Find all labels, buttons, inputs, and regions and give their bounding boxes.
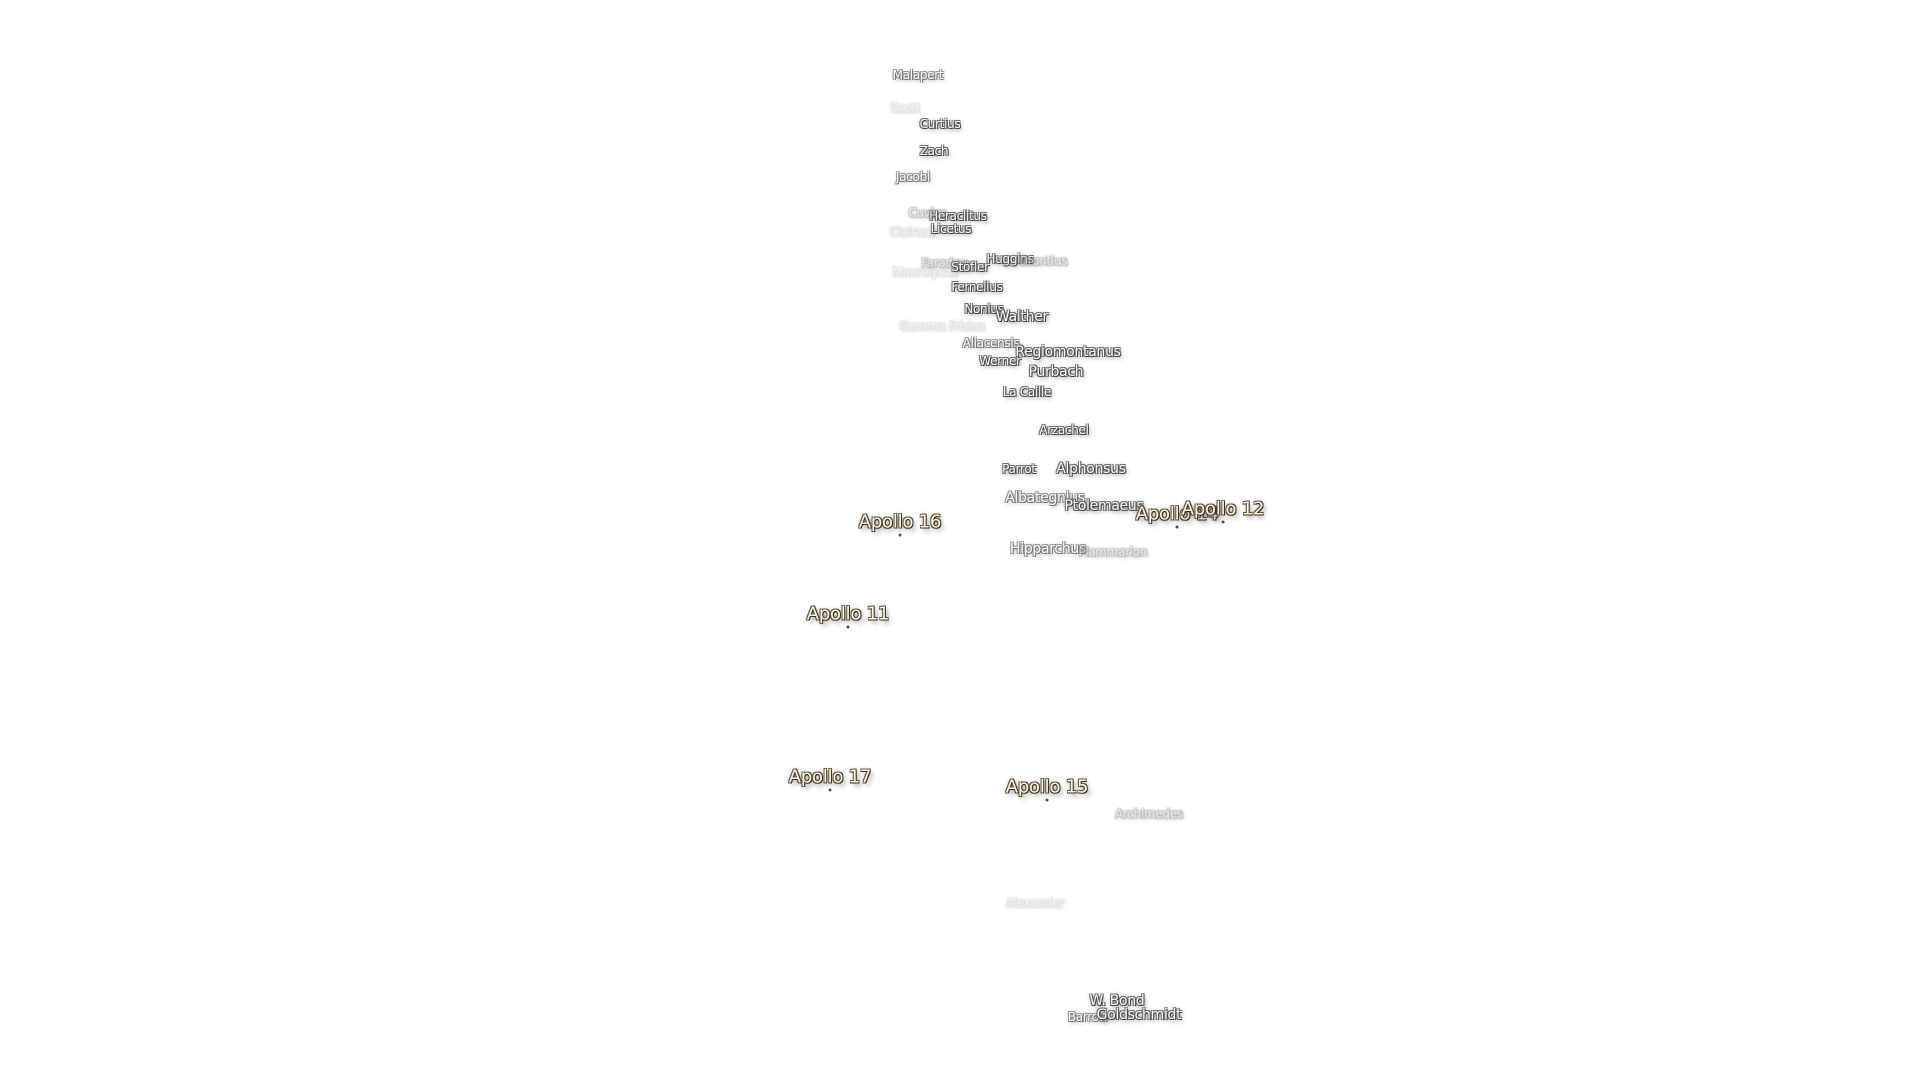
feature-label-licetus[interactable]: Licetus: [930, 222, 972, 236]
feature-label-werner[interactable]: Werner: [979, 354, 1021, 368]
feature-label-clairaut[interactable]: Clairaut: [889, 225, 935, 239]
feature-label-goldschmidt[interactable]: Goldschmidt: [1096, 1007, 1182, 1023]
feature-label-curtius[interactable]: Curtius: [919, 117, 961, 131]
feature-label-heraclitus[interactable]: Heraclitus: [929, 209, 987, 223]
feature-label-stofler[interactable]: Stöfler: [951, 260, 989, 274]
feature-label-malapert[interactable]: Malapert: [892, 68, 944, 82]
feature-label-arzachel[interactable]: Arzachel: [1039, 423, 1089, 437]
landing-site-label-apollo-17[interactable]: Apollo 17: [788, 766, 872, 788]
landing-site-marker-apollo-16[interactable]: [898, 533, 902, 537]
feature-label-gemma-frisius[interactable]: Gemma Frisius: [899, 319, 985, 333]
feature-label-nonius[interactable]: Nonius: [964, 302, 1004, 316]
feature-label-hipparchus[interactable]: Hipparchus: [1010, 541, 1086, 557]
feature-label-walther[interactable]: Walther: [995, 309, 1049, 325]
feature-label-jacobi[interactable]: Jacobi: [896, 170, 930, 184]
feature-label-alexander[interactable]: Alexander: [1005, 896, 1065, 910]
feature-label-cuvier[interactable]: Cuvier: [908, 206, 946, 220]
landing-site-label-apollo-11[interactable]: Apollo 11: [806, 603, 890, 625]
feature-label-huggins[interactable]: Huggins: [986, 252, 1034, 266]
feature-label-albategnius[interactable]: Albategnius: [1005, 490, 1085, 506]
landing-site-label-apollo-12[interactable]: Apollo 12: [1181, 498, 1265, 520]
landing-site-marker-apollo-15[interactable]: [1045, 798, 1049, 802]
landing-site-label-apollo-14[interactable]: Apollo 14: [1135, 503, 1219, 525]
feature-label-parrot[interactable]: Parrot: [1002, 462, 1036, 476]
feature-label-w-bond[interactable]: W. Bond: [1089, 993, 1145, 1009]
feature-label-alphonsus[interactable]: Alphonsus: [1056, 461, 1126, 477]
feature-label-barrow[interactable]: Barrow: [1067, 1010, 1109, 1024]
feature-label-ptolemaeus[interactable]: Ptolemaeus: [1064, 498, 1144, 514]
feature-label-maurolycus[interactable]: Maurolycus: [892, 265, 958, 279]
feature-label-regiomontanus[interactable]: Regiomontanus: [1015, 344, 1121, 360]
landing-site-marker-apollo-12[interactable]: [1221, 520, 1225, 524]
feature-label-faraday[interactable]: Faraday: [921, 256, 967, 270]
feature-label-aliacensis[interactable]: Aliacensis: [962, 336, 1020, 350]
feature-label-scott[interactable]: Scott: [890, 101, 920, 115]
landing-site-marker-apollo-11[interactable]: [846, 625, 850, 629]
landing-site-label-apollo-16[interactable]: Apollo 16: [858, 511, 942, 533]
feature-label-purbach[interactable]: Purbach: [1028, 364, 1084, 380]
landing-site-marker-apollo-14[interactable]: [1175, 525, 1179, 529]
feature-label-archimedes[interactable]: Archimedes: [1115, 807, 1183, 821]
feature-label-orontius[interactable]: Orontius: [1018, 254, 1068, 268]
feature-label-fernelius[interactable]: Fernelius: [951, 280, 1003, 294]
landing-site-label-apollo-15[interactable]: Apollo 15: [1005, 776, 1089, 798]
feature-label-zach[interactable]: Zach: [919, 144, 949, 158]
feature-label-la-caille[interactable]: La Caille: [1002, 385, 1052, 399]
feature-label-flammarion[interactable]: Flammarion: [1078, 545, 1148, 559]
landing-site-marker-apollo-17[interactable]: [828, 788, 832, 792]
